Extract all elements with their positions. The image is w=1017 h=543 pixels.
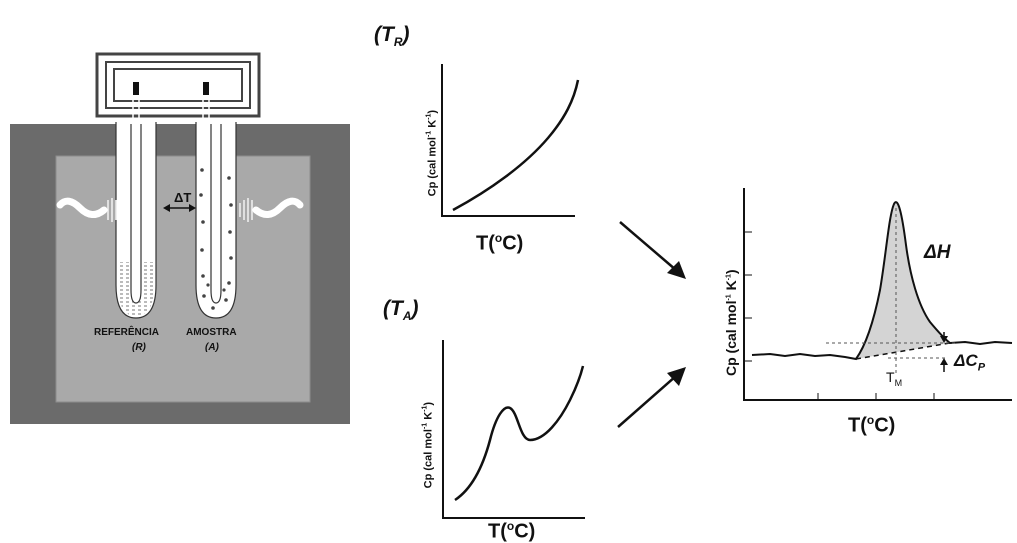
result-cp-curve (751, 201, 1013, 361)
sample-label: AMOSTRA (186, 327, 237, 338)
arrow-up-icon (617, 375, 677, 428)
reference-x-axis-label: T(oC) (476, 231, 524, 255)
delta-h-label: ΔH (924, 242, 951, 263)
reference-code: (R) (132, 342, 146, 353)
reference-cell (115, 96, 210, 319)
reference-y-axis-label: Cp (cal mol-1 K-1) (425, 109, 439, 197)
result-chart (743, 188, 1013, 401)
sample-sensor (203, 82, 209, 95)
calorimeter-chamber (55, 155, 311, 403)
sample-cell (195, 122, 237, 319)
sigmoid-baseline (855, 342, 951, 360)
result-x-axis-label: T(oC) (848, 413, 896, 437)
reference-chart-tag: (TR) (374, 23, 410, 50)
sample-particles (199, 168, 233, 310)
sample-cp-curve (454, 365, 585, 502)
reference-cp-curve (452, 79, 580, 212)
sample-chart (442, 340, 585, 519)
reference-label: REFERÊNCIA (94, 327, 160, 338)
enthalpy-peak-area (856, 202, 950, 359)
tm-label: TM (886, 369, 903, 388)
delta-cp-label: ΔCP (954, 351, 986, 374)
reference-sensor (133, 82, 139, 95)
reference-chart-axes (441, 64, 575, 217)
sample-y-axis-label: Cp (cal mol-1 K-1) (421, 401, 435, 489)
heat-in-left-icon (56, 197, 121, 222)
delta-t-label: ΔT (174, 190, 192, 205)
result-y-axis-label: Cp (cal mol-1 K-1) (723, 269, 739, 376)
heat-in-right-icon (239, 197, 304, 222)
arrow-down-icon (619, 221, 677, 271)
flow-arrows (617, 221, 686, 428)
reference-chart (441, 64, 580, 217)
calorimeter (10, 52, 350, 424)
result-chart-axes (743, 188, 1012, 401)
sample-x-axis-label: T(oC) (488, 519, 536, 543)
sample-chart-tag: (TA) (383, 297, 419, 324)
sample-code: (A) (205, 342, 219, 353)
sample-chart-axes (442, 340, 585, 519)
